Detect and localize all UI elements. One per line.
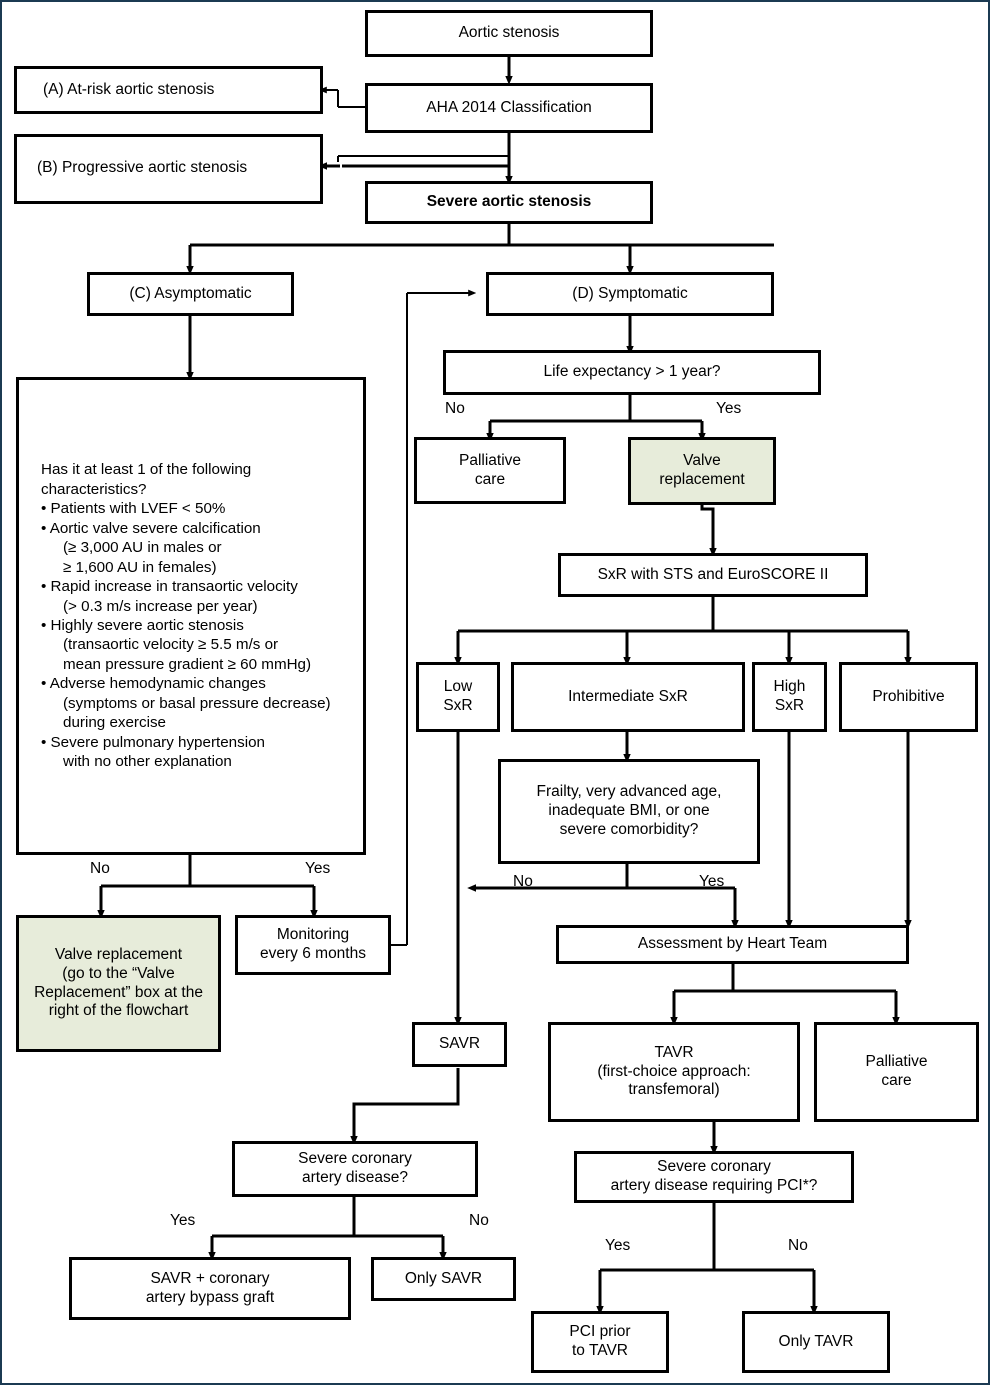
node-sxr-scores[interactable]: SxR with STS and EuroSCORE II xyxy=(558,553,868,597)
list-item: • Rapid increase in transaortic velocity… xyxy=(41,578,298,615)
node-life-expectancy[interactable]: Life expectancy > 1 year? xyxy=(443,350,821,395)
node-severe-cad-savr[interactable]: Severe coronary artery disease? xyxy=(232,1141,478,1197)
edge-label-frailty-yes: Yes xyxy=(699,873,725,890)
node-savr-cabg[interactable]: SAVR + coronary artery bypass graft xyxy=(69,1257,351,1320)
node-tavr[interactable]: TAVR (first-choice approach: transfemora… xyxy=(548,1022,800,1122)
node-prohibitive[interactable]: Prohibitive xyxy=(839,662,978,732)
node-aortic-stenosis[interactable]: Aortic stenosis xyxy=(365,10,653,57)
node-frailty[interactable]: Frailty, very advanced age, inadequate B… xyxy=(498,759,760,864)
node-heart-team[interactable]: Assessment by Heart Team xyxy=(556,925,909,964)
node-palliative-care-top[interactable]: Palliative care xyxy=(414,437,566,504)
characteristics-content: Has it at least 1 of the following chara… xyxy=(41,460,353,771)
node-monitoring[interactable]: Monitoring every 6 months xyxy=(235,915,391,975)
edge-label-life-yes: Yes xyxy=(716,400,742,417)
node-only-tavr[interactable]: Only TAVR xyxy=(742,1311,890,1373)
node-valve-replacement[interactable]: Valve replacement xyxy=(628,437,776,505)
edge-label-characteristics-yes: Yes xyxy=(305,860,331,877)
characteristics-list: • Patients with LVEF < 50% • Aortic valv… xyxy=(41,499,353,771)
node-low-sxr[interactable]: Low SxR xyxy=(416,662,500,732)
node-severe-cad-pci[interactable]: Severe coronary artery disease requiring… xyxy=(574,1151,854,1203)
edge-label-cad-pci-no: No xyxy=(788,1237,808,1254)
node-only-savr[interactable]: Only SAVR xyxy=(371,1257,516,1301)
node-severe-aortic-stenosis[interactable]: Severe aortic stenosis xyxy=(365,181,653,224)
list-item: • Highly severe aortic stenosis (transao… xyxy=(41,617,312,673)
list-item: • Aortic valve severe calcification (≥ 3… xyxy=(41,519,261,576)
node-pci-prior-tavr[interactable]: PCI prior to TAVR xyxy=(531,1311,669,1373)
edge-label-cad-savr-no: No xyxy=(469,1212,489,1229)
list-item: • Patients with LVEF < 50% xyxy=(41,500,226,518)
node-high-sxr[interactable]: High SxR xyxy=(752,662,827,732)
list-item: • Severe pulmonary hypertension with no … xyxy=(41,733,265,771)
node-savr[interactable]: SAVR xyxy=(412,1022,507,1067)
node-aha-classification[interactable]: AHA 2014 Classification xyxy=(365,83,653,133)
node-progressive-aortic-stenosis[interactable]: (B) Progressive aortic stenosis xyxy=(14,134,323,204)
node-valve-replacement-goto[interactable]: Valve replacement (go to the “Valve Repl… xyxy=(16,915,221,1052)
node-asymptomatic[interactable]: (C) Asymptomatic xyxy=(87,272,294,316)
node-at-risk-aortic-stenosis[interactable]: (A) At-risk aortic stenosis xyxy=(14,66,323,114)
characteristics-question: Has it at least 1 of the following chara… xyxy=(41,461,252,498)
edge-label-cad-savr-yes: Yes xyxy=(170,1212,196,1229)
node-intermediate-sxr[interactable]: Intermediate SxR xyxy=(511,662,745,732)
edge-label-characteristics-no: No xyxy=(90,860,110,877)
node-palliative-care-bottom[interactable]: Palliative care xyxy=(814,1022,979,1122)
edge-label-cad-pci-yes: Yes xyxy=(605,1237,631,1254)
edge-label-life-no: No xyxy=(445,400,465,417)
list-item: • Adverse hemodynamic changes (symptoms … xyxy=(41,675,331,732)
node-symptomatic[interactable]: (D) Symptomatic xyxy=(486,272,774,316)
edge-label-frailty-no: No xyxy=(513,873,533,890)
node-characteristics-box[interactable]: Has it at least 1 of the following chara… xyxy=(16,377,366,855)
